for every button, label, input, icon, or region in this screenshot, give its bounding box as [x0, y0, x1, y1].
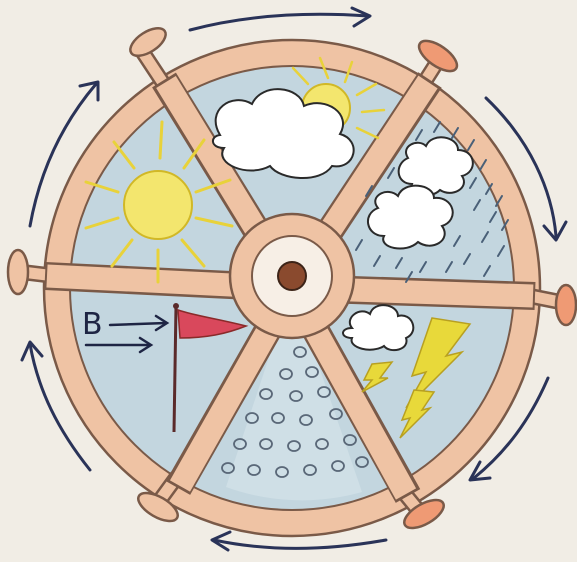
hub-center-dot	[278, 262, 306, 290]
sun-left	[124, 171, 192, 239]
flag-pole-top	[173, 303, 179, 309]
wind-letter-b: B	[82, 307, 103, 342]
flag-pole	[174, 306, 176, 432]
